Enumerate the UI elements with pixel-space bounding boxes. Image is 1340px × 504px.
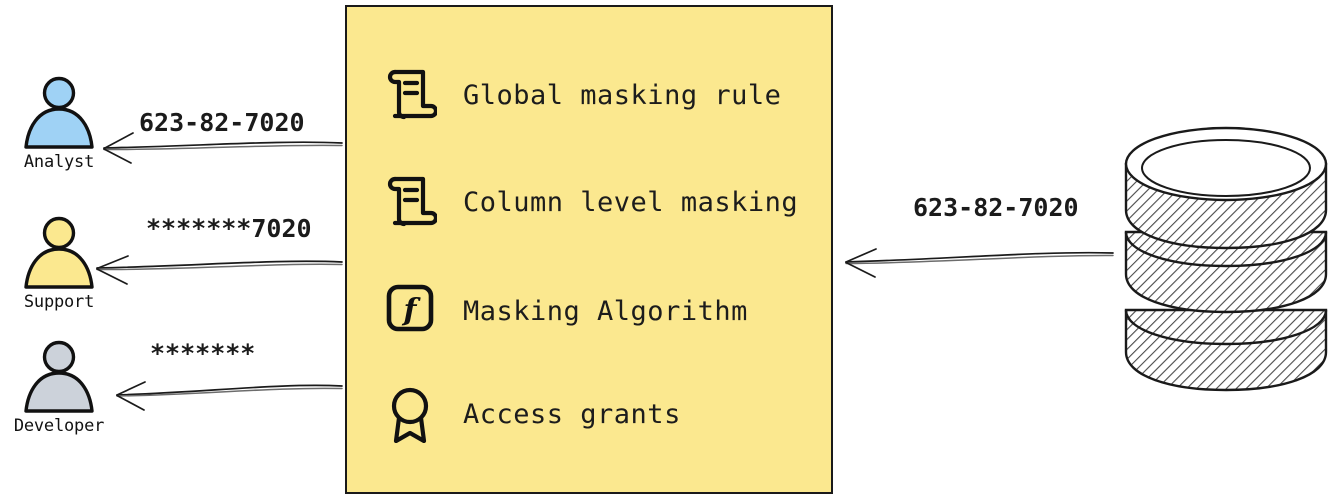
scroll-icon [387,176,437,227]
actor-label: Analyst [23,152,95,172]
database-icon[interactable] [1118,120,1334,400]
flow-label-to-analyst: 623-82-7020 [139,108,305,137]
panel-item-column-level-masking[interactable]: Column level masking [383,170,798,234]
actor-label: Support [23,292,95,312]
panel-item-label: Masking Algorithm [463,295,748,327]
flow-label-to-developer: ******* [150,339,256,368]
actor-support[interactable]: Support [0,216,119,312]
actor-developer[interactable]: Developer [0,340,119,436]
arrow-to-analyst [103,132,343,164]
function-icon: f [386,284,434,332]
scroll-icon [387,69,437,120]
panel-item-label: Access grants [463,398,681,430]
svg-text:f: f [402,293,422,328]
actor-label: Developer [13,416,105,436]
arrow-to-developer [116,381,343,411]
panel-item-masking-algorithm[interactable]: f Masking Algorithm [383,279,748,343]
masking-panel: Global masking rule Column level masking… [345,5,833,494]
actor-analyst[interactable]: Analyst [0,76,119,172]
person-icon [24,76,94,149]
panel-item-global-masking-rule[interactable]: Global masking rule [383,63,781,127]
panel-item-label: Column level masking [463,186,799,218]
panel-item-access-grants[interactable]: Access grants [383,382,681,446]
flow-label-from-source: 623-82-7020 [913,193,1079,222]
arrow-from-database [845,248,1114,278]
person-icon [24,216,94,289]
person-icon [24,340,94,413]
flow-label-to-support: *******7020 [146,214,312,243]
panel-item-label: Global masking rule [463,79,782,111]
arrow-to-support [96,255,343,285]
award-icon [391,387,429,443]
